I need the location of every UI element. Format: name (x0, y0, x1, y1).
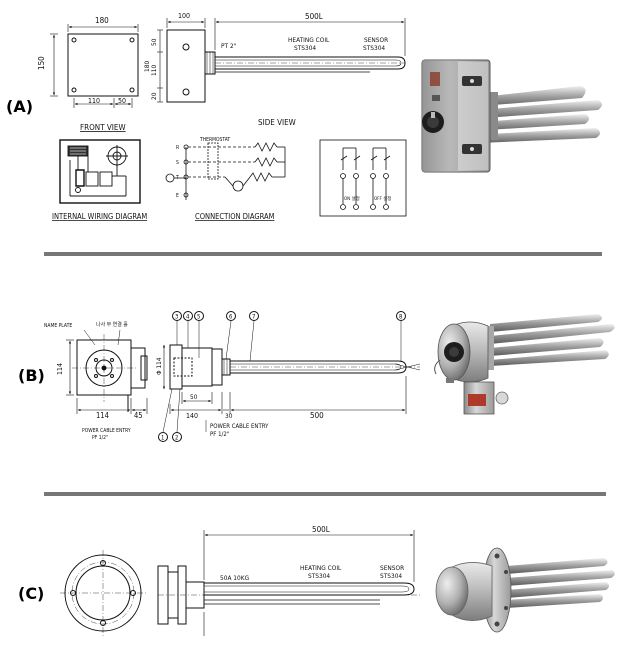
b-balloon-4: 4 (186, 314, 190, 321)
a-connection-diagram (165, 142, 286, 200)
a-dim-150: 150 (37, 56, 46, 70)
c-coil-label-2: STS304 (308, 572, 330, 580)
b-balloon-5: 5 (197, 314, 200, 321)
c-sensor-label-2: STS304 (380, 572, 402, 580)
b-cable-right-2: PF 1/2" (210, 431, 229, 438)
a-terminal-e: E (176, 193, 179, 199)
c-length-500l: 500L (312, 525, 330, 534)
b-dim-50: 50 (190, 393, 198, 401)
a-front-view (50, 24, 139, 108)
a-pt-thread: PT 2" (221, 42, 237, 50)
c-sensor-label-1: SENSOR (380, 564, 404, 572)
b-dim-114-h: 114 (96, 411, 109, 420)
b-dim-45: 45 (134, 411, 143, 420)
b-balloon-6: 6 (229, 314, 233, 321)
a-terminal-s: S (176, 160, 179, 166)
a-dim-50-side: 50 (150, 38, 158, 46)
b-cable-left-1: POWER CABLE ENTRY (82, 428, 131, 434)
a-connection-label: CONNECTION DIAGRAM (195, 212, 275, 221)
a-side-view (157, 18, 406, 103)
a-wiring-label: INTERNAL WIRING DIAGRAM (52, 212, 147, 221)
b-length-500: 500 (310, 411, 324, 420)
b-product-photo (434, 314, 615, 415)
b-name-plate: NAME PLATE (44, 323, 72, 329)
a-internal-wiring (59, 139, 141, 204)
a-switch-on: ON 설정 (344, 195, 360, 202)
b-dim-30: 30 (225, 412, 233, 420)
b-side-view (158, 311, 421, 442)
a-thermostat-label: THERMOSTAT (199, 137, 230, 143)
a-dim-110-side: 110 (150, 65, 158, 76)
b-balloon-1: 1 (161, 435, 164, 442)
c-front-flange (60, 550, 146, 636)
b-front-view (66, 329, 148, 414)
b-note-kr: 나사 부 연결 홀 (96, 321, 128, 328)
b-cable-right-1: POWER CABLE ENTRY (210, 423, 269, 430)
a-coil-label-1: HEATING COIL (288, 36, 330, 44)
b-cable-left-2: PF 1/2" (92, 435, 108, 441)
a-switch-diagram (319, 139, 407, 217)
c-side-view (157, 530, 420, 636)
b-balloon-2: 2 (175, 435, 178, 442)
a-product-photo (421, 59, 602, 173)
c-flange-label: 50A 10KG (220, 574, 250, 582)
a-coil-label-2: STS304 (294, 44, 316, 52)
b-balloon-8: 8 (399, 314, 403, 321)
b-dim-140: 140 (186, 412, 198, 420)
a-dim-180-side: 180 (143, 61, 151, 72)
b-balloon-3: 3 (175, 314, 178, 321)
a-dim-50: 50 (118, 97, 126, 105)
b-dim-114-v: 114 (56, 363, 64, 375)
a-front-view-label: FRONT VIEW (80, 123, 126, 132)
a-length-500l: 500L (305, 12, 323, 21)
c-product-photo (435, 547, 615, 633)
a-dim-100: 100 (178, 12, 190, 20)
a-dim-110: 110 (88, 97, 100, 105)
b-dim-phi114: Φ 114 (155, 357, 163, 375)
a-terminal-r: R (176, 145, 179, 151)
section-label-b: (B) (18, 366, 45, 385)
a-terminal-t: T (175, 175, 179, 181)
a-dim-180: 180 (95, 16, 109, 25)
b-balloon-7: 7 (252, 314, 255, 321)
section-label-a: (A) (6, 97, 33, 116)
a-sensor-label-1: SENSOR (364, 36, 388, 44)
a-dim-20: 20 (150, 92, 158, 100)
section-label-c: (C) (18, 584, 44, 603)
c-coil-label-1: HEATING COIL (300, 564, 342, 572)
a-switch-off: OFF 설정 (374, 195, 391, 202)
a-sensor-label-2: STS304 (363, 44, 385, 52)
a-side-view-label: SIDE VIEW (258, 118, 296, 127)
